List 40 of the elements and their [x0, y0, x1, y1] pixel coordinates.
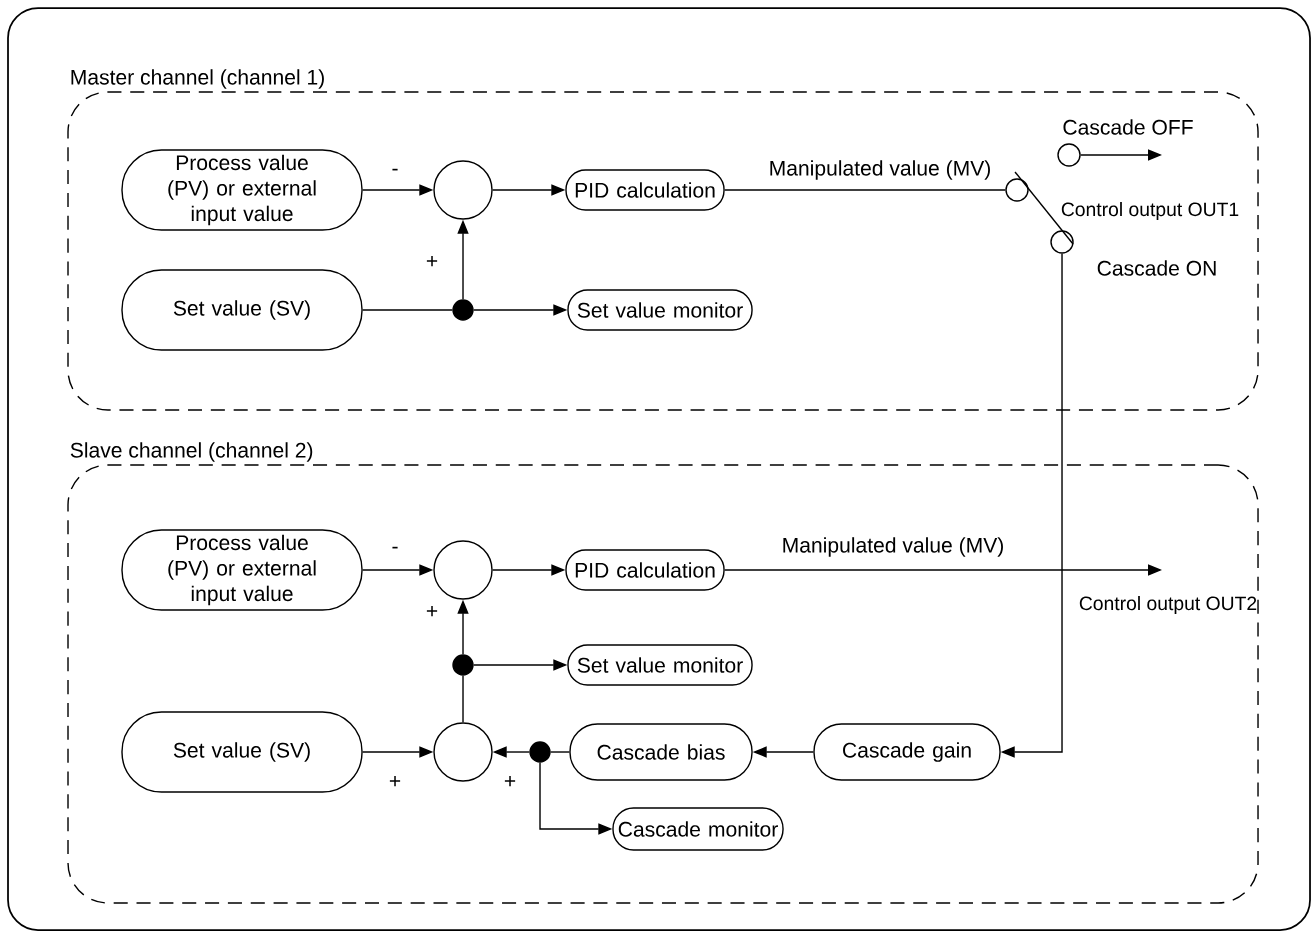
edge-label: Manipulated value (MV) [766, 158, 994, 182]
output-label: Control output OUT1 [1061, 202, 1239, 220]
process-box: Set value (SV) [121, 711, 363, 793]
edge-label: + [424, 254, 440, 270]
process-box: Process value (PV) or external input value [121, 149, 363, 231]
edge-label: + [387, 774, 403, 790]
line [1014, 171, 1074, 245]
edge-label: Manipulated value (MV) [779, 535, 1007, 559]
edge-label: + [502, 774, 518, 790]
outer-frame [7, 7, 1311, 931]
node-label: Master channel (channel 1) [71, 69, 324, 89]
edge-label: + [424, 604, 440, 620]
line [462, 675, 464, 723]
contact-label: Cascade OFF [1063, 119, 1193, 135]
junction-dot [452, 299, 474, 321]
junction-dot [452, 654, 474, 676]
process-box: Set value monitor [567, 644, 753, 686]
process-box: Process value (PV) or external input value [121, 529, 363, 611]
switch-contact [1050, 230, 1074, 254]
process-box: Cascade bias [569, 723, 753, 781]
process-box: Cascade gain [813, 723, 1001, 781]
contact-label: Cascade ON [1097, 260, 1216, 276]
edge-label: - [389, 545, 401, 555]
line [550, 751, 570, 753]
summing-circle [433, 160, 493, 220]
node-label: Slave channel (channel 2) [70, 442, 313, 462]
line [724, 189, 1006, 191]
process-box: Set value monitor [567, 289, 753, 331]
output-label: Control output OUT2 [1079, 596, 1257, 614]
switch-contact [1005, 178, 1029, 202]
summing-circle [433, 540, 493, 600]
edge-label: - [389, 167, 401, 177]
process-box: PID calculation [565, 169, 725, 211]
process-box: Set value (SV) [121, 269, 363, 351]
process-box: Cascade monitor [612, 807, 784, 851]
switch-contact [1057, 143, 1081, 167]
summing-circle [433, 722, 493, 782]
process-box: PID calculation [565, 549, 725, 591]
line [362, 309, 453, 311]
junction-dot [529, 741, 551, 763]
